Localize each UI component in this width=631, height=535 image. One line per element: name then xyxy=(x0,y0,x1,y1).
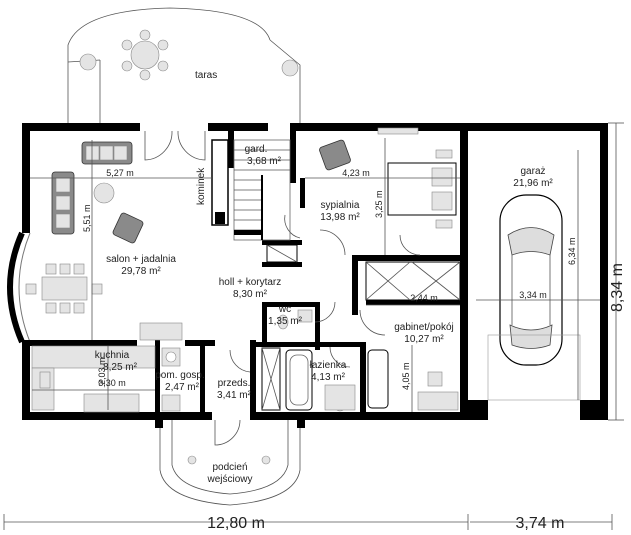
dimension-lines xyxy=(3,122,624,530)
room-label-lazienka: łazienka xyxy=(310,360,347,371)
dim-gabinet-depth: 4,05 m xyxy=(401,362,411,390)
room-label-gard: gard. xyxy=(245,144,268,155)
shower xyxy=(261,347,281,411)
dim-garaz-depth: 6,34 m xyxy=(567,237,577,265)
fireplace xyxy=(211,139,229,226)
room-label-holl: holl + korytarz xyxy=(219,277,282,288)
bay-window xyxy=(7,231,31,344)
dim-kuchnia-depth: 2,03 m xyxy=(97,357,107,385)
room-area-gabinet: 10,27 m² xyxy=(404,334,444,345)
room-area-gard: 3,68 m² xyxy=(247,156,282,167)
dim-sypialnia-depth: 3,25 m xyxy=(374,190,384,218)
outer-walls xyxy=(22,123,608,420)
room-area-garaz: 21,96 m² xyxy=(513,178,553,189)
armchair-icon xyxy=(112,139,351,244)
room-label-podcien-2: wejściowy xyxy=(206,474,252,485)
dim-gabinet-width: 2,44 m xyxy=(410,293,438,303)
sofa-icon xyxy=(51,141,133,235)
dim-total-depth: 8,34 m xyxy=(609,263,626,312)
car-icon xyxy=(499,194,563,366)
room-label-przeds: przeds. xyxy=(218,378,251,389)
dim-sypialnia-width: 4,23 m xyxy=(342,168,370,178)
bathtub-icon xyxy=(285,349,389,411)
dim-salon-width: 5,27 m xyxy=(106,168,134,178)
staircase xyxy=(233,139,291,241)
cabinet xyxy=(139,322,183,341)
kitchen-counter xyxy=(31,345,156,413)
room-label-gabinet: gabinet/pokój xyxy=(394,322,454,333)
window xyxy=(377,127,419,135)
entrance-porch xyxy=(155,420,305,506)
room-label-sypialnia: sypialnia xyxy=(321,200,360,211)
bed-icon xyxy=(387,149,457,229)
room-area-pom-gosp: 2,47 m² xyxy=(165,382,200,393)
room-label-pom-gosp: pom. gosp. xyxy=(155,370,204,381)
terrace xyxy=(67,7,301,125)
desk xyxy=(417,391,459,411)
room-label-kuchnia: kuchnia xyxy=(95,350,130,361)
chair-icon xyxy=(427,371,443,387)
wardrobe xyxy=(365,261,461,301)
room-label-garaz: garaż xyxy=(520,166,545,177)
plant-icon xyxy=(79,53,299,77)
toilet-icon xyxy=(277,309,356,412)
dining-table-icon xyxy=(25,263,103,314)
dim-total-width-house: 12,80 m xyxy=(207,515,265,532)
room-area-przeds: 3,41 m² xyxy=(217,390,252,401)
dim-kuchnia-width: 3,30 m xyxy=(98,378,126,388)
room-area-kuchnia: 8,25 m² xyxy=(103,362,138,373)
room-label-taras: taras xyxy=(195,70,217,81)
terrace-table-icon xyxy=(121,29,169,81)
interior-walls xyxy=(22,123,464,417)
room-area-holl: 8,30 m² xyxy=(233,289,268,300)
closet-line xyxy=(266,244,298,263)
dim-garaz-width: 3,34 m xyxy=(519,290,547,300)
closet xyxy=(266,244,298,263)
room-area-sypialnia: 13,98 m² xyxy=(320,212,360,223)
washing-machine-icon xyxy=(161,347,181,412)
dim-salon-depth: 5,51 m xyxy=(82,204,92,232)
room-area-lazienka: 4,13 m² xyxy=(311,372,346,383)
dim-total-width-garage: 3,74 m xyxy=(516,515,565,532)
doors xyxy=(144,130,421,446)
room-label-podcien: podcień xyxy=(212,462,247,473)
fireplace-label: kominek xyxy=(196,167,207,205)
room-label-salon: salon + jadalnia xyxy=(106,254,176,265)
room-label-wc: wc xyxy=(278,304,291,315)
room-area-salon: 29,78 m² xyxy=(121,266,161,277)
coffee-table-icon xyxy=(93,182,115,204)
room-area-wc: 1,35 m² xyxy=(268,316,303,327)
